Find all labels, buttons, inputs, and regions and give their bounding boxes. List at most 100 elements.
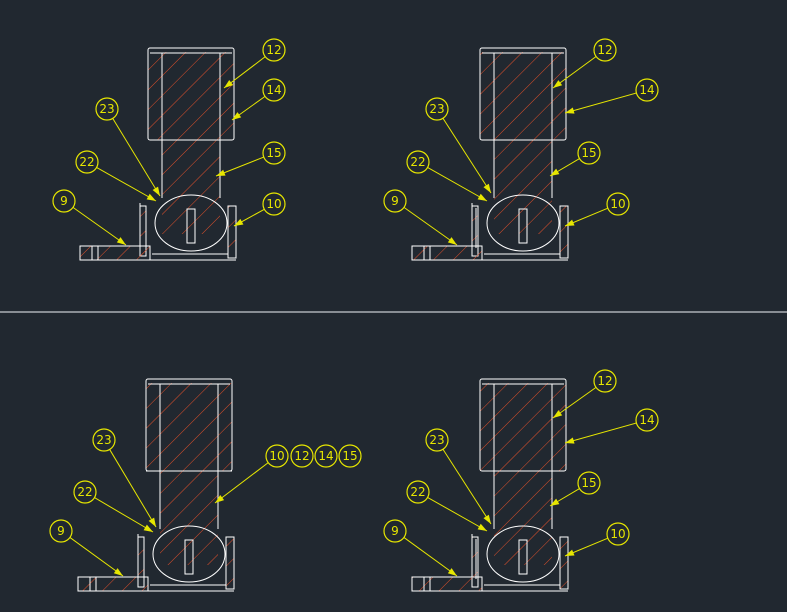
balloon-label: 23: [96, 433, 111, 447]
leader-arrowhead: [232, 112, 242, 120]
leader-line: [96, 166, 157, 202]
balloon-label: 14: [639, 413, 654, 427]
assembly-view-bottom-left: [77, 378, 235, 592]
balloon-circle: [75, 150, 99, 174]
leader-line: [72, 206, 127, 246]
part-balloon: 22: [73, 480, 154, 533]
leader-line: [69, 537, 124, 577]
balloon-label: 14: [318, 449, 333, 463]
part-balloon: 23: [425, 97, 492, 194]
sleeve-right-section: [552, 383, 566, 471]
leader-arrowhead: [148, 517, 156, 527]
balloon-circle: [425, 97, 449, 121]
balloon-circle: [92, 428, 116, 452]
balloon-label: 15: [581, 146, 596, 160]
housing-right-section: [225, 536, 235, 590]
leader-arrowhead: [215, 495, 225, 503]
ball-joint: [486, 525, 560, 583]
balloon-circle: [262, 78, 286, 102]
balloon-label: 12: [294, 449, 309, 463]
leader-arrowhead: [447, 568, 457, 576]
balloon-label: 9: [391, 524, 399, 538]
leader-line: [94, 497, 154, 533]
center-slot: [518, 208, 528, 244]
balloon-label: 22: [410, 155, 425, 169]
shaft-section: [494, 383, 552, 565]
leader-arrowhead: [224, 80, 234, 88]
leader-arrowhead: [143, 524, 153, 532]
ball-joint: [152, 525, 226, 583]
balloon-label: 22: [410, 485, 425, 499]
leader-arrowhead: [550, 498, 560, 506]
balloon-label: 12: [266, 43, 281, 57]
part-balloon: 12: [552, 38, 617, 89]
leader-line: [427, 496, 488, 532]
leader-arrowhead: [113, 568, 123, 576]
balloon-circle: [49, 519, 73, 543]
leader-arrowhead: [216, 169, 226, 176]
leader-arrowhead: [565, 219, 575, 226]
leader-line: [112, 118, 161, 197]
leader-line: [214, 462, 269, 504]
leader-arrowhead: [477, 523, 487, 531]
part-balloon: 22: [75, 150, 157, 202]
center-slot: [186, 208, 196, 244]
part-balloon: 9: [383, 519, 458, 577]
leader-arrowhead: [565, 549, 575, 556]
balloon-label: 14: [266, 83, 281, 97]
center-slot: [518, 539, 528, 575]
balloon-circle: [262, 192, 286, 216]
balloon-circle: [262, 141, 286, 165]
part-balloon: 15: [215, 141, 286, 177]
sleeve-outline: [479, 47, 567, 141]
sleeve-left-section: [146, 383, 160, 471]
leader-line: [109, 449, 157, 528]
balloon-circle: [95, 97, 119, 121]
part-balloon: 14: [564, 408, 659, 444]
balloon-label: 14: [639, 83, 654, 97]
shaft-section: [160, 383, 218, 565]
balloon-circle: [265, 444, 289, 468]
balloon-group-bottom-left: 10 12 14 15 23 22 9: [49, 428, 362, 577]
sleeve-left-section: [148, 52, 162, 140]
leader-line: [403, 537, 458, 577]
leader-arrowhead: [477, 193, 487, 201]
balloon-circle: [383, 189, 407, 213]
part-balloon: 12: [223, 38, 286, 89]
leader-arrowhead: [553, 80, 563, 88]
leader-line: [564, 422, 637, 444]
balloon-label: 10: [610, 197, 625, 211]
leader-arrowhead: [483, 183, 491, 193]
balloon-circle: [52, 189, 76, 213]
part-balloon: 9: [383, 189, 458, 246]
assembly-view-bottom-right: [411, 378, 569, 592]
balloon-label: 10: [610, 527, 625, 541]
part-balloon: 10: [233, 192, 286, 227]
balloon-label: 9: [57, 524, 65, 538]
sleeve-left-section: [480, 52, 494, 140]
center-slot: [184, 539, 194, 575]
base-flange-section: [411, 245, 483, 261]
balloon-circle: [577, 141, 601, 165]
leader-line: [403, 206, 458, 246]
ball-joint: [486, 194, 560, 252]
leader-arrowhead: [234, 218, 244, 226]
balloon-label: 10: [266, 197, 281, 211]
balloon-label: 10: [269, 449, 284, 463]
part-balloon: 12: [552, 369, 617, 419]
base-flange-section: [79, 245, 151, 261]
sleeve-right-section: [220, 52, 234, 140]
ball-joint: [154, 194, 228, 252]
balloon-label: 15: [266, 146, 281, 160]
balloon-label: 22: [79, 155, 94, 169]
balloon-label: 15: [342, 449, 357, 463]
part-balloon: 23: [92, 428, 157, 528]
part-balloon: 22: [406, 150, 488, 202]
part-balloon: 15: [338, 444, 362, 468]
part-balloon: 9: [52, 189, 127, 246]
balloon-circle: [406, 480, 430, 504]
leader-arrowhead: [116, 237, 126, 245]
part-balloon: 14: [314, 444, 338, 468]
